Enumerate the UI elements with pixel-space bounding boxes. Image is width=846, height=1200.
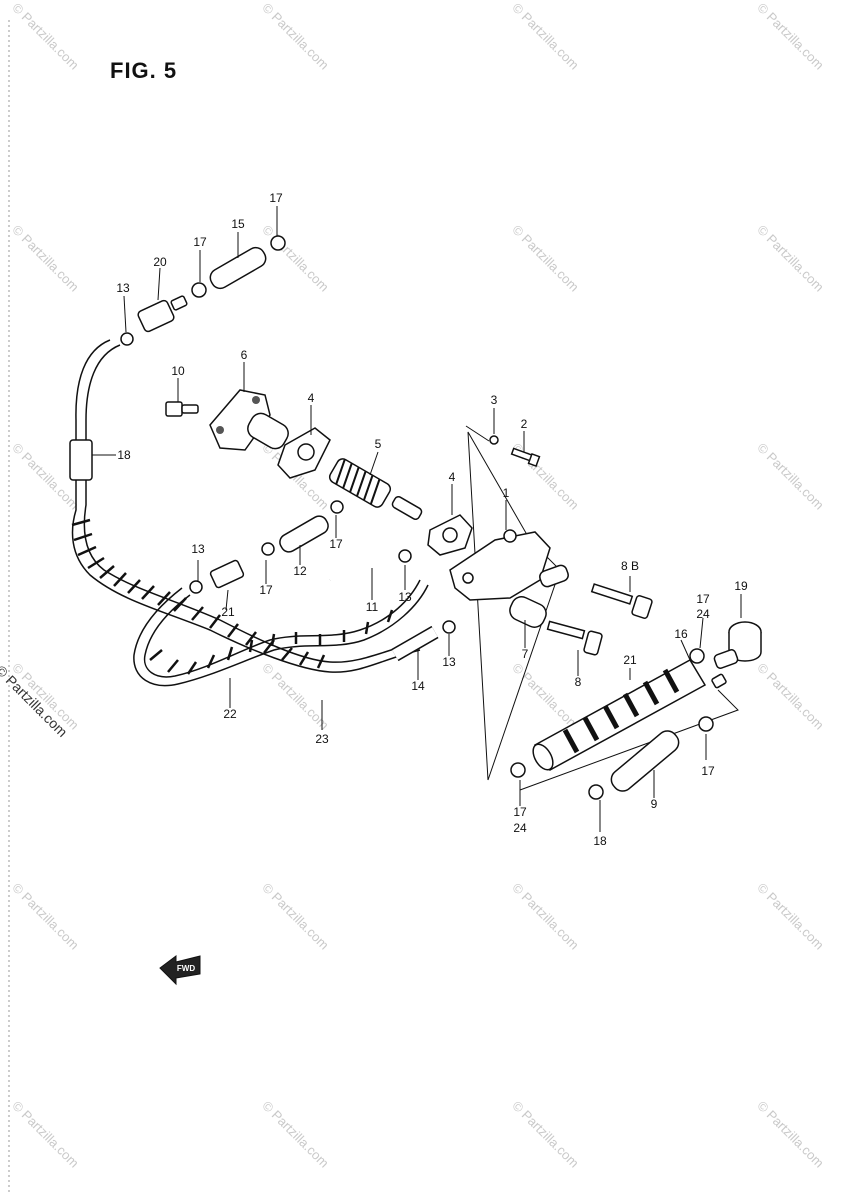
callout: 14 <box>411 679 425 693</box>
callout: 17 <box>701 764 715 778</box>
housing-6 <box>209 389 289 451</box>
callout: 23 <box>315 732 329 746</box>
clip-17-b <box>270 235 286 251</box>
hose-15 <box>209 246 267 290</box>
callout: 5 <box>375 437 382 451</box>
callout: 13 <box>442 655 456 669</box>
clip-17-h <box>588 784 604 800</box>
hose-7 <box>509 596 547 628</box>
clip-17-d <box>330 500 344 514</box>
bolt-8b <box>590 583 653 619</box>
callout: 6 <box>241 348 248 362</box>
callout: 19 <box>734 579 748 593</box>
leader-19 <box>519 689 739 791</box>
clip-17-c <box>261 542 275 556</box>
callout: 16 <box>674 627 688 641</box>
callout: 11 <box>366 600 379 614</box>
hose-22 <box>71 339 421 673</box>
callout: 2 <box>521 417 528 431</box>
callout: 17 <box>696 592 710 606</box>
clip-13-low <box>442 620 456 634</box>
callout: 24 <box>513 821 527 835</box>
callout: 18 <box>117 448 131 462</box>
screw-2 <box>510 447 541 468</box>
callout: 15 <box>231 217 245 231</box>
callout: 13 <box>398 590 412 604</box>
clip-17-e <box>689 648 705 664</box>
gasket-4-upper <box>277 427 331 479</box>
hose-23 <box>143 579 421 678</box>
callout: 3 <box>491 393 498 407</box>
callout: 12 <box>293 564 307 578</box>
callout: 18 <box>593 834 607 848</box>
callout: 21 <box>221 605 235 619</box>
spiral-wrap <box>71 518 394 675</box>
fwd-arrow: FWD <box>159 955 201 986</box>
washer-3 <box>489 435 499 445</box>
callout: 1 <box>503 486 510 500</box>
joint-21-top <box>137 295 188 333</box>
hose-22-outer <box>83 344 426 663</box>
callout: 7 <box>522 647 529 661</box>
hose-20 <box>532 658 707 772</box>
callout: 17 <box>513 805 527 819</box>
clip-17-f <box>510 762 526 778</box>
hose-12 <box>279 515 329 553</box>
callout: 8 B <box>621 559 639 573</box>
clip-17-g <box>698 716 714 732</box>
gasket-4-lower <box>427 514 473 556</box>
fwd-label: FWD <box>177 964 195 973</box>
callout: 4 <box>449 470 456 484</box>
clip-17-a <box>191 282 207 298</box>
hose-10 <box>610 730 680 792</box>
callout: 17 <box>259 583 273 597</box>
bolt-8 <box>546 620 603 656</box>
gear-5 <box>328 458 423 520</box>
callout: 17 <box>269 191 283 205</box>
figure-title: FIG. 5 <box>110 58 178 83</box>
callout: 21 <box>623 653 637 667</box>
callout: 17 <box>193 235 207 249</box>
callout: 10 <box>171 364 185 378</box>
filter-19 <box>711 621 762 689</box>
clip-13-mid <box>398 549 412 563</box>
clip-13-lower <box>189 580 203 594</box>
callout: 22 <box>223 707 237 721</box>
callout: 13 <box>191 542 205 556</box>
callout: 24 <box>696 607 710 621</box>
callout: 9 <box>651 797 658 811</box>
protector-18 <box>69 439 93 481</box>
hose-23-outer <box>133 584 429 687</box>
callout: 17 <box>329 537 343 551</box>
bolt-9 <box>165 401 199 417</box>
leader-lines <box>92 206 742 832</box>
pump-1 <box>449 529 569 601</box>
callout: 13 <box>116 281 130 295</box>
clip-13-top <box>120 332 134 346</box>
callout: 8 <box>575 675 582 689</box>
joint-21-lower <box>209 559 245 589</box>
callout: 20 <box>153 255 167 269</box>
callout: 4 <box>308 391 315 405</box>
